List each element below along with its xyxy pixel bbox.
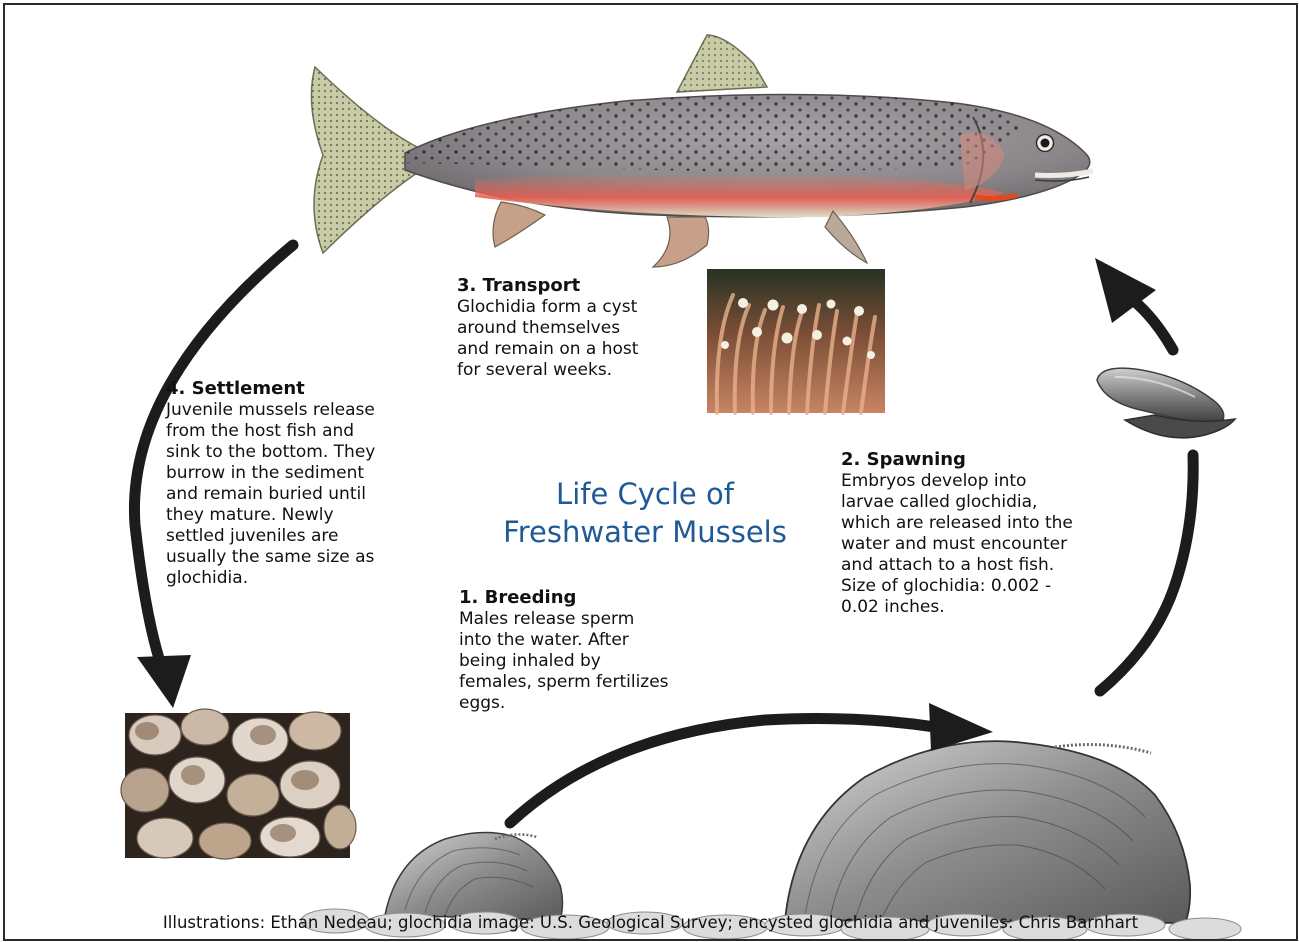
stage-transport-heading: 3. Transport xyxy=(457,275,707,297)
stage-spawning-body: Embryos develop into larvae called gloch… xyxy=(841,471,1131,618)
diagram-frame: 3. Transport Glochidia form a cyst aroun… xyxy=(3,3,1298,941)
stage-breeding-heading: 1. Breeding xyxy=(459,587,749,609)
stage-breeding: 1. Breeding Males release sperm into the… xyxy=(459,587,749,714)
stage-transport: 3. Transport Glochidia form a cyst aroun… xyxy=(457,275,707,381)
stage-transport-body: Glochidia form a cyst around themselves … xyxy=(457,297,707,381)
stage-settlement-heading: 4. Settlement xyxy=(166,378,441,400)
stage-settlement-body: Juvenile mussels release from the host f… xyxy=(166,400,441,589)
trout-illustration xyxy=(311,35,1093,267)
glochidium-illustration xyxy=(1097,368,1235,438)
image-credits: Illustrations: Ethan Nedeau; glochidia i… xyxy=(5,912,1296,934)
stage-breeding-body: Males release sperm into the water. Afte… xyxy=(459,609,749,714)
diagram-title: Life Cycle of Freshwater Mussels xyxy=(460,475,830,551)
juvenile-mussels-photo xyxy=(121,709,356,859)
stage-settlement: 4. Settlement Juvenile mussels release f… xyxy=(166,378,441,589)
stage-spawning-heading: 2. Spawning xyxy=(841,449,1131,471)
encysted-glochidia-photo xyxy=(707,269,885,413)
sediment-and-adult-mussels xyxy=(301,741,1241,939)
stage-spawning: 2. Spawning Embryos develop into larvae … xyxy=(841,449,1131,618)
